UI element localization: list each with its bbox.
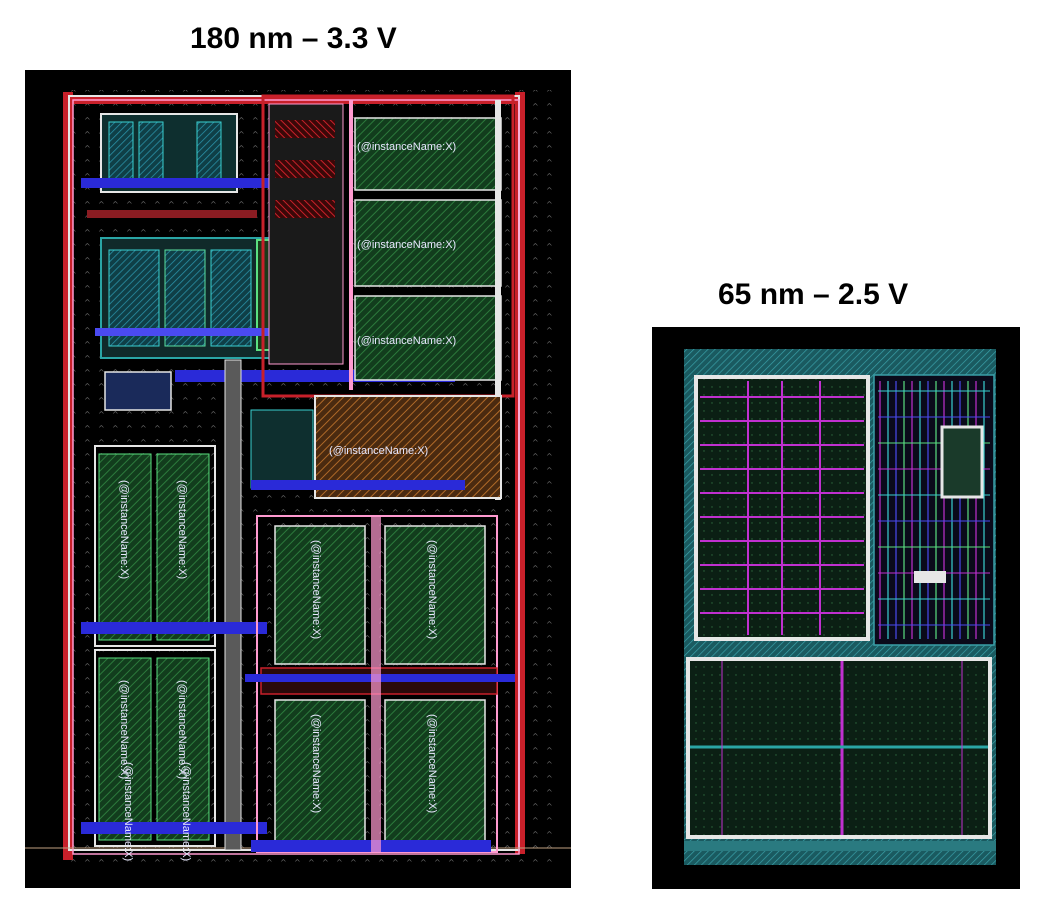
br-vertical-strap	[371, 516, 381, 852]
central-spine	[224, 359, 242, 851]
device-br-1	[274, 525, 366, 665]
instance-label: (@instanceName:X)	[357, 335, 456, 347]
layout-65nm	[652, 327, 1020, 889]
device-top-1	[354, 117, 502, 191]
bottom-ring	[684, 841, 996, 851]
device-bl-4	[156, 657, 210, 841]
metal-strap-1	[81, 178, 271, 188]
instance-label: (@instanceName:X)	[310, 540, 322, 639]
switch-2	[275, 160, 335, 178]
transistor-3	[196, 121, 222, 185]
bottom-left-lower-frame	[94, 649, 216, 847]
cap-block-small	[104, 371, 172, 411]
device-br-2	[384, 525, 486, 665]
layout-title-180nm: 180 nm – 3.3 V	[190, 22, 397, 55]
instance-label: (@instanceName:X)	[310, 714, 322, 813]
bottom-left-upper-frame	[94, 445, 216, 647]
instance-label: (@instanceName:X)	[426, 540, 438, 639]
logic-area	[873, 374, 995, 646]
device-br-4	[384, 699, 486, 843]
instance-label: (@instanceName:X)	[357, 239, 456, 251]
bias-metal-strap	[95, 328, 305, 336]
instance-label: (@instanceName:X)	[329, 445, 428, 457]
layout-180nm: ^ (@instanceName:X) (@instanceName:X) (@…	[25, 70, 571, 888]
middle-switch-block	[250, 409, 314, 489]
bl-metal-strap-2	[81, 822, 267, 834]
switch-1	[275, 120, 335, 138]
instance-label: (@instanceName:X)	[357, 141, 456, 153]
instance-label: (@instanceName:X)	[118, 680, 130, 779]
bl-metal-strap-1	[81, 622, 267, 634]
transistor-2	[138, 121, 164, 185]
layout-title-65nm: 65 nm – 2.5 V	[718, 278, 909, 311]
switch-column	[268, 103, 344, 365]
metal-strap-2	[87, 210, 257, 218]
instance-label: (@instanceName:X)	[426, 714, 438, 813]
transistor-1	[108, 121, 134, 185]
capacitor-grid-top	[700, 381, 864, 635]
right-vertical-bar	[495, 100, 501, 500]
via-stack-vertical	[349, 100, 353, 390]
device-bl-1	[98, 453, 152, 641]
device-bl-2	[156, 453, 210, 641]
switch-3	[275, 200, 335, 218]
device-top-2	[354, 199, 502, 287]
logic-pad	[914, 571, 946, 583]
instance-label: (@instanceName:X)	[180, 762, 192, 861]
device-bl-3	[98, 657, 152, 841]
logic-cell	[940, 425, 984, 499]
instance-label: (@instanceName:X)	[176, 680, 188, 779]
instance-label: (@instanceName:X)	[176, 480, 188, 579]
device-br-3	[274, 699, 366, 843]
instance-label: (@instanceName:X)	[118, 480, 130, 579]
instance-label: (@instanceName:X)	[122, 762, 134, 861]
logic-routing	[878, 381, 990, 639]
middle-bus	[251, 480, 465, 490]
cell-outline-pink	[72, 99, 520, 855]
device-top-3	[354, 295, 502, 381]
